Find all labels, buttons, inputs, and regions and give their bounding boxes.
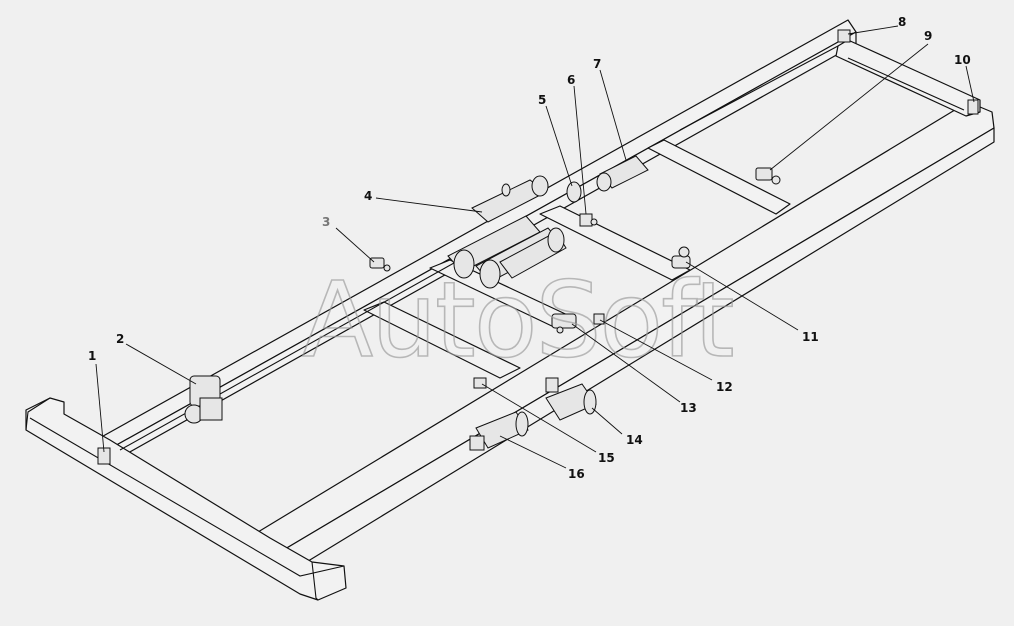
callout-12: 12 xyxy=(716,380,733,394)
part-12-fitting xyxy=(593,313,605,325)
callout-7: 7 xyxy=(593,57,601,71)
leader-16 xyxy=(499,435,567,469)
bumper-edge xyxy=(25,397,51,431)
watermark: AutoSoft xyxy=(302,259,733,381)
callout-3: 3 xyxy=(322,215,330,229)
air-receivers-cluster xyxy=(447,215,567,289)
part-2-compressor xyxy=(184,375,223,424)
callout-14: 14 xyxy=(626,433,643,447)
callout-2: 2 xyxy=(116,332,124,346)
brace-line-1 xyxy=(119,253,471,451)
part-8-bracket xyxy=(837,29,851,43)
part-10-bracket xyxy=(967,99,979,115)
front-bumper xyxy=(25,397,347,601)
part-16-brake-chamber xyxy=(469,411,529,451)
callout-9: 9 xyxy=(924,29,932,43)
rear-cross-edge xyxy=(847,57,965,111)
callout-6: 6 xyxy=(567,73,575,87)
leader-15 xyxy=(481,383,597,453)
part-7-cylinder xyxy=(596,155,649,192)
callout-leaders xyxy=(95,25,975,469)
rear-cross-member xyxy=(835,39,981,117)
leader-13 xyxy=(571,323,681,403)
part-11-valve xyxy=(671,246,691,269)
callout-8: 8 xyxy=(898,15,906,29)
part-5-chamber xyxy=(566,181,582,203)
part-3-fitting xyxy=(369,257,391,272)
part-15-fitting xyxy=(473,377,487,389)
callout-15: 15 xyxy=(598,451,615,465)
bumper-face xyxy=(29,417,345,577)
leader-9 xyxy=(769,43,929,171)
callout-10: 10 xyxy=(954,53,971,67)
leader-10 xyxy=(965,65,975,103)
part-13-valve xyxy=(551,313,577,334)
callout-1: 1 xyxy=(88,349,96,363)
callout-5: 5 xyxy=(538,93,546,107)
components xyxy=(97,29,979,465)
part-9-valve xyxy=(755,167,781,185)
leader-14 xyxy=(591,407,623,435)
leader-1 xyxy=(95,363,105,453)
cross-member-2 xyxy=(539,205,691,281)
part-14-brake-chamber xyxy=(545,377,597,421)
callout-labels: 1 2 3 4 5 6 7 8 9 10 11 12 13 14 15 16 xyxy=(88,15,971,481)
part-4-air-tank xyxy=(471,175,549,223)
cross-member-1 xyxy=(647,139,791,215)
leader-11 xyxy=(685,261,799,331)
callout-13: 13 xyxy=(680,401,697,415)
leader-12 xyxy=(599,319,713,381)
brace-line-2 xyxy=(679,45,839,131)
bumper-end xyxy=(311,561,319,601)
leader-5 xyxy=(545,105,573,187)
leader-2 xyxy=(125,343,197,385)
callout-4: 4 xyxy=(364,189,372,203)
part-6-valve xyxy=(579,213,598,227)
cross-member-3 xyxy=(363,301,521,379)
callout-11: 11 xyxy=(802,330,819,344)
leader-7 xyxy=(599,69,627,161)
leader-3 xyxy=(335,227,375,263)
leader-4 xyxy=(375,197,483,213)
callout-16: 16 xyxy=(568,467,585,481)
leader-6 xyxy=(573,85,587,215)
leader-8 xyxy=(847,25,899,35)
